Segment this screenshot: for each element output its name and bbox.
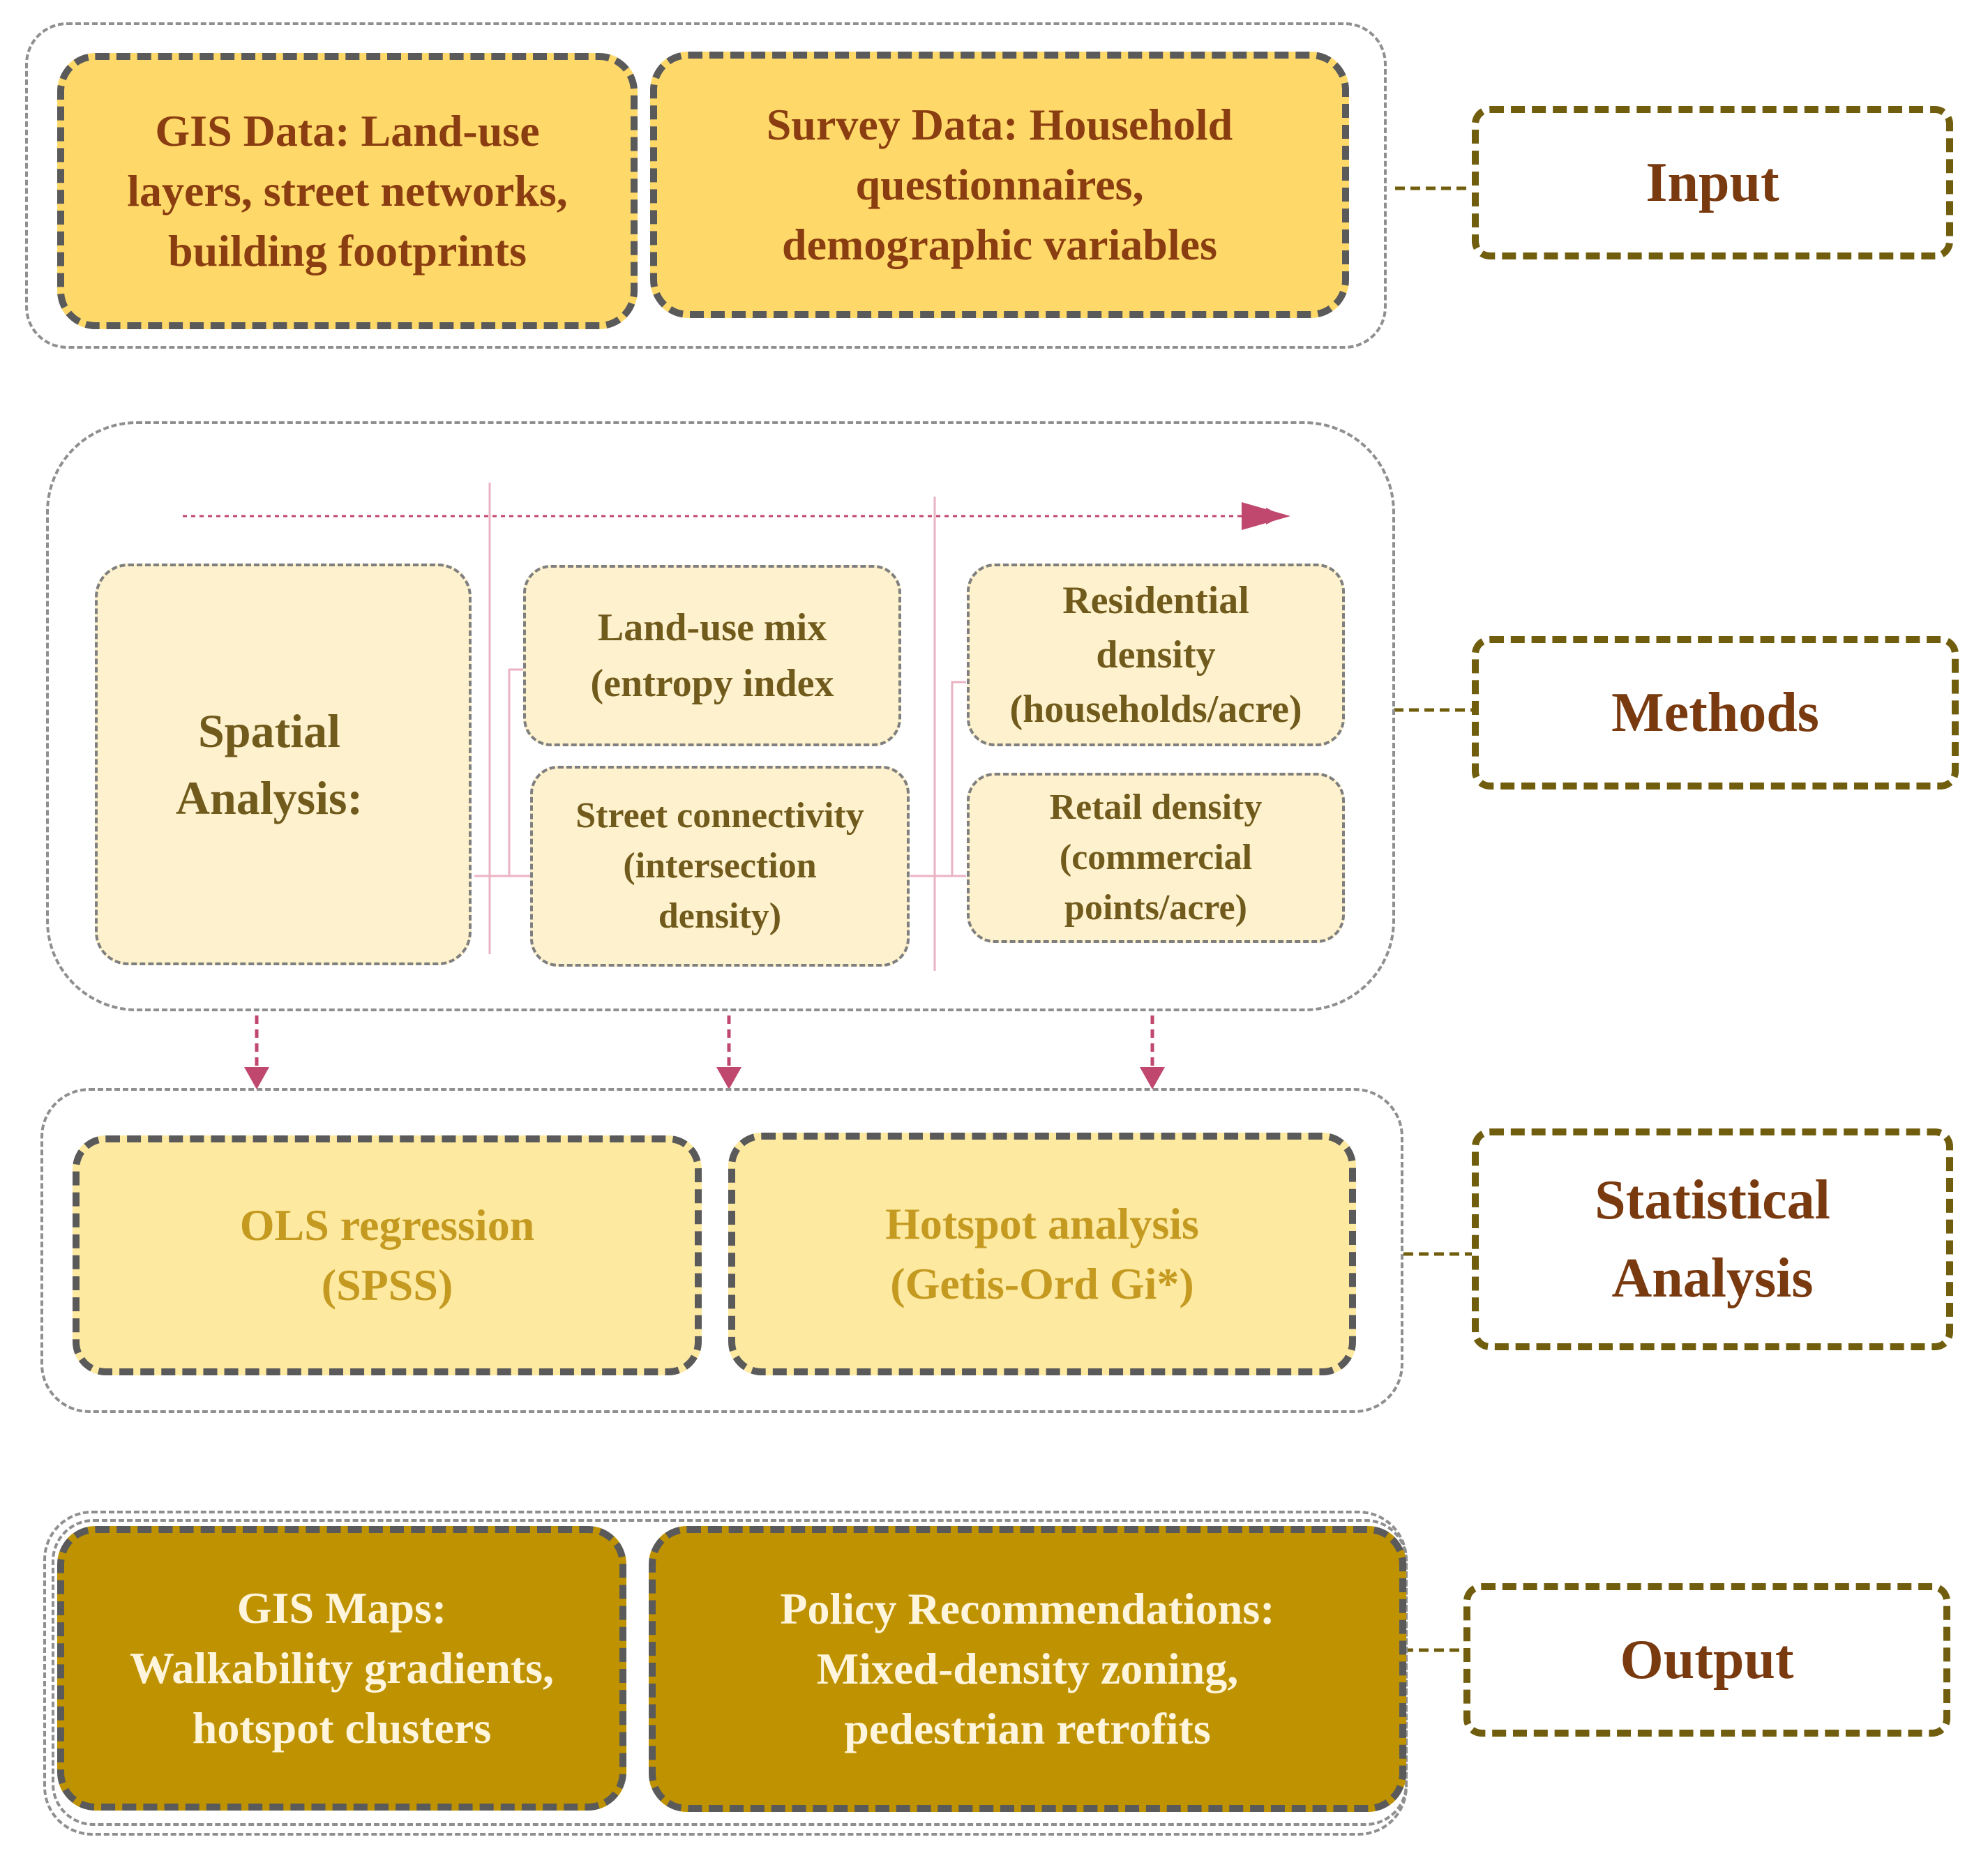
gis-data-text: GIS Data: Land-use layers, street networ…: [127, 106, 568, 275]
ols-regression-box: OLS regression (SPSS): [73, 1135, 702, 1375]
spatial-analysis-box: Spatial Analysis:: [95, 564, 472, 965]
bracket-connector: [508, 668, 530, 877]
flow-arrow-head: [1242, 502, 1290, 530]
gis-maps-box: GIS Maps: Walkability gradients, hotspot…: [57, 1526, 626, 1811]
land-use-mix-box: Land-use mix (entropy index: [523, 565, 901, 746]
street-connectivity-box: Street connectivity (intersection densit…: [530, 766, 910, 967]
methods-group: [46, 421, 1395, 1011]
residential-density-box: Residential density (households/acre): [967, 564, 1345, 746]
statistical-analysis-label: Statistical Analysis: [1472, 1128, 1953, 1350]
input-group: [25, 22, 1387, 349]
statistical-group: [40, 1088, 1403, 1413]
output-label: Output: [1463, 1583, 1950, 1737]
retail-density-box: Retail density (commercial points/acre): [967, 773, 1345, 943]
bracket-connector: [951, 681, 966, 877]
input-label: Input: [1472, 106, 1953, 259]
hotspot-analysis-box: Hotspot analysis (Getis-Ord Gi*): [728, 1133, 1356, 1375]
survey-data-box: Survey Data: Household questionnaires, d…: [650, 52, 1349, 318]
policy-recommendations-box: Policy Recommendations: Mixed-density zo…: [649, 1526, 1406, 1812]
methods-label: Methods: [1472, 636, 1959, 789]
survey-data-text: Survey Data: Household questionnaires, d…: [766, 100, 1233, 269]
output-group-inner: [52, 1519, 1408, 1826]
gis-data-box: GIS Data: Land-use layers, street networ…: [57, 53, 638, 329]
